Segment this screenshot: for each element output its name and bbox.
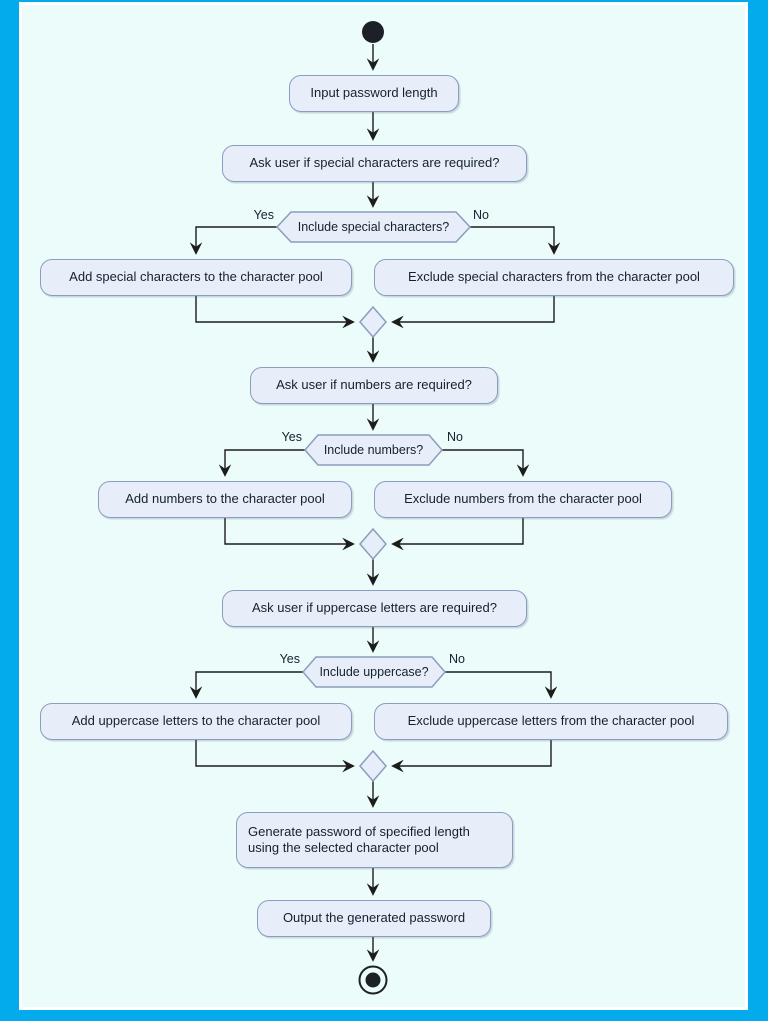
action-add-uppercase: Add uppercase letters to the character p…	[40, 703, 352, 740]
branch-label-yes: Yes	[279, 652, 300, 666]
action-output-password: Output the generated password	[257, 900, 491, 937]
decision-hexagon-numbers	[304, 434, 443, 466]
connector-merge	[224, 518, 355, 551]
action-input-password-length: Input password length	[289, 75, 459, 112]
action-generate-password: Generate password of specified length us…	[236, 812, 513, 868]
branch-label-no: No	[449, 652, 465, 666]
connector-yes	[218, 449, 305, 477]
action-ask-uppercase: Ask user if uppercase letters are requir…	[222, 590, 527, 627]
connector-no	[442, 449, 530, 477]
connector-merge	[391, 740, 552, 773]
branch-label-yes: Yes	[253, 208, 274, 222]
connector-merge	[391, 518, 524, 551]
action-ask-special-characters: Ask user if special characters are requi…	[222, 145, 527, 182]
connector-no	[470, 226, 561, 255]
connector-yes	[189, 671, 303, 699]
action-add-numbers: Add numbers to the character pool	[98, 481, 352, 518]
action-add-special-characters: Add special characters to the character …	[40, 259, 352, 296]
merge-diamond-special	[359, 305, 387, 339]
action-ask-numbers: Ask user if numbers are required?	[250, 367, 498, 404]
decision-hexagon-special	[275, 211, 472, 243]
connector-merge	[195, 740, 355, 773]
branch-label-no: No	[473, 208, 489, 222]
merge-diamond-uppercase	[359, 749, 387, 783]
action-exclude-special-characters: Exclude special characters from the char…	[374, 259, 734, 296]
start-node	[362, 21, 384, 43]
branch-label-yes: Yes	[281, 430, 302, 444]
connector-merge	[195, 296, 355, 329]
merge-diamond-numbers	[359, 527, 387, 561]
branch-label-no: No	[447, 430, 463, 444]
connector-no	[444, 671, 558, 699]
end-node-dot	[365, 972, 381, 988]
decision-hexagon-uppercase	[302, 656, 446, 688]
connector-merge	[391, 296, 555, 329]
action-exclude-numbers: Exclude numbers from the character pool	[374, 481, 672, 518]
connector-yes	[189, 226, 277, 255]
action-exclude-uppercase: Exclude uppercase letters from the chara…	[374, 703, 728, 740]
